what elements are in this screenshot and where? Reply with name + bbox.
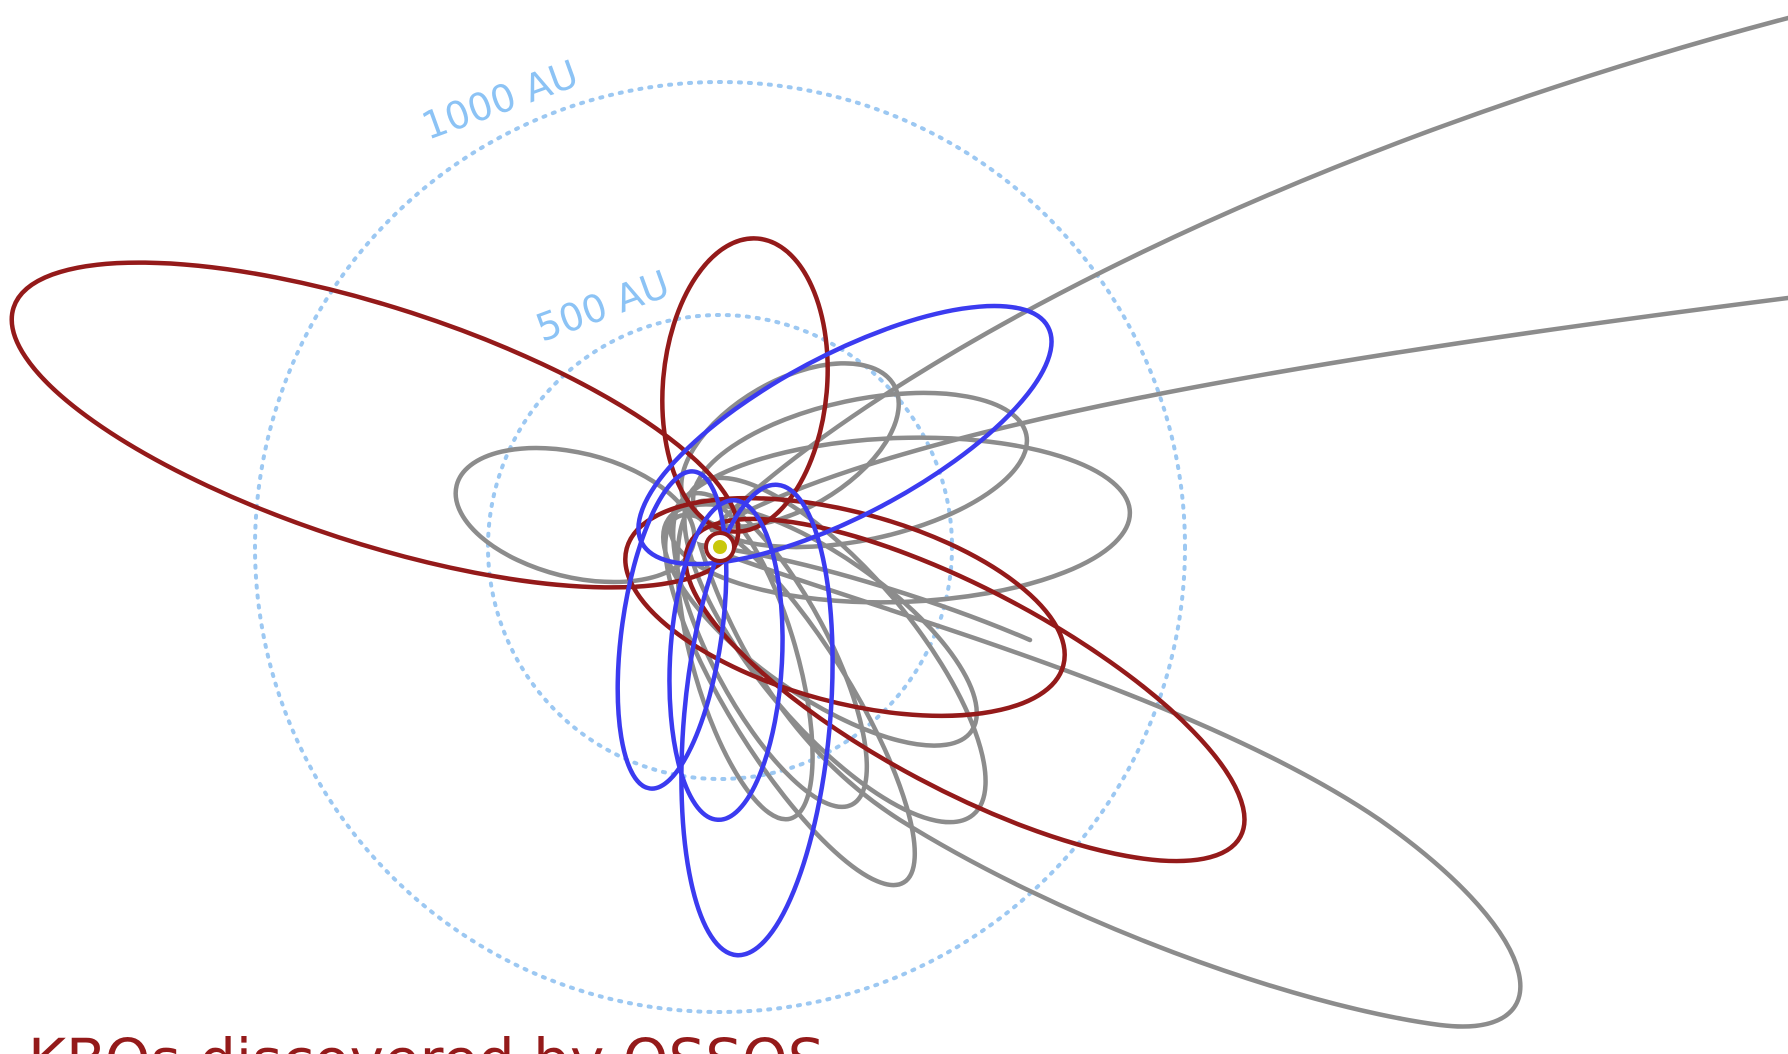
ring-1000-au: [253, 80, 1187, 1014]
ring-label-1000-au: 1000 AU: [416, 51, 584, 148]
blue-orbit-south-2: [667, 497, 785, 823]
red-orbit-north: [660, 236, 830, 534]
grey-orbit-s-1: [670, 490, 870, 810]
red-orbit-west: [9, 260, 741, 590]
orbit-group-grey: [453, 15, 1788, 1029]
grey-orbit-long-upper: [709, 15, 1788, 533]
ring-label-500-au: 500 AU: [530, 262, 675, 351]
red-orbit-southeast: [683, 516, 1247, 864]
orbit-group-red: [9, 236, 1247, 864]
grey-orbit-long-middle: [709, 295, 1788, 533]
blue-orbit-south-3: [679, 482, 835, 958]
red-orbit-east: [623, 495, 1067, 719]
orbit-group-blue: [615, 303, 1054, 958]
caption: KBOs discovered by OSSOS: [28, 1026, 824, 1054]
grey-orbit-s-3: [662, 512, 918, 888]
grey-orbit-se-2: [682, 475, 988, 825]
blue-orbit-south-1: [615, 469, 729, 791]
sun-icon: [713, 540, 727, 554]
grey-orbit-large-loop: [696, 541, 1523, 1029]
sun-marker: [704, 531, 736, 563]
